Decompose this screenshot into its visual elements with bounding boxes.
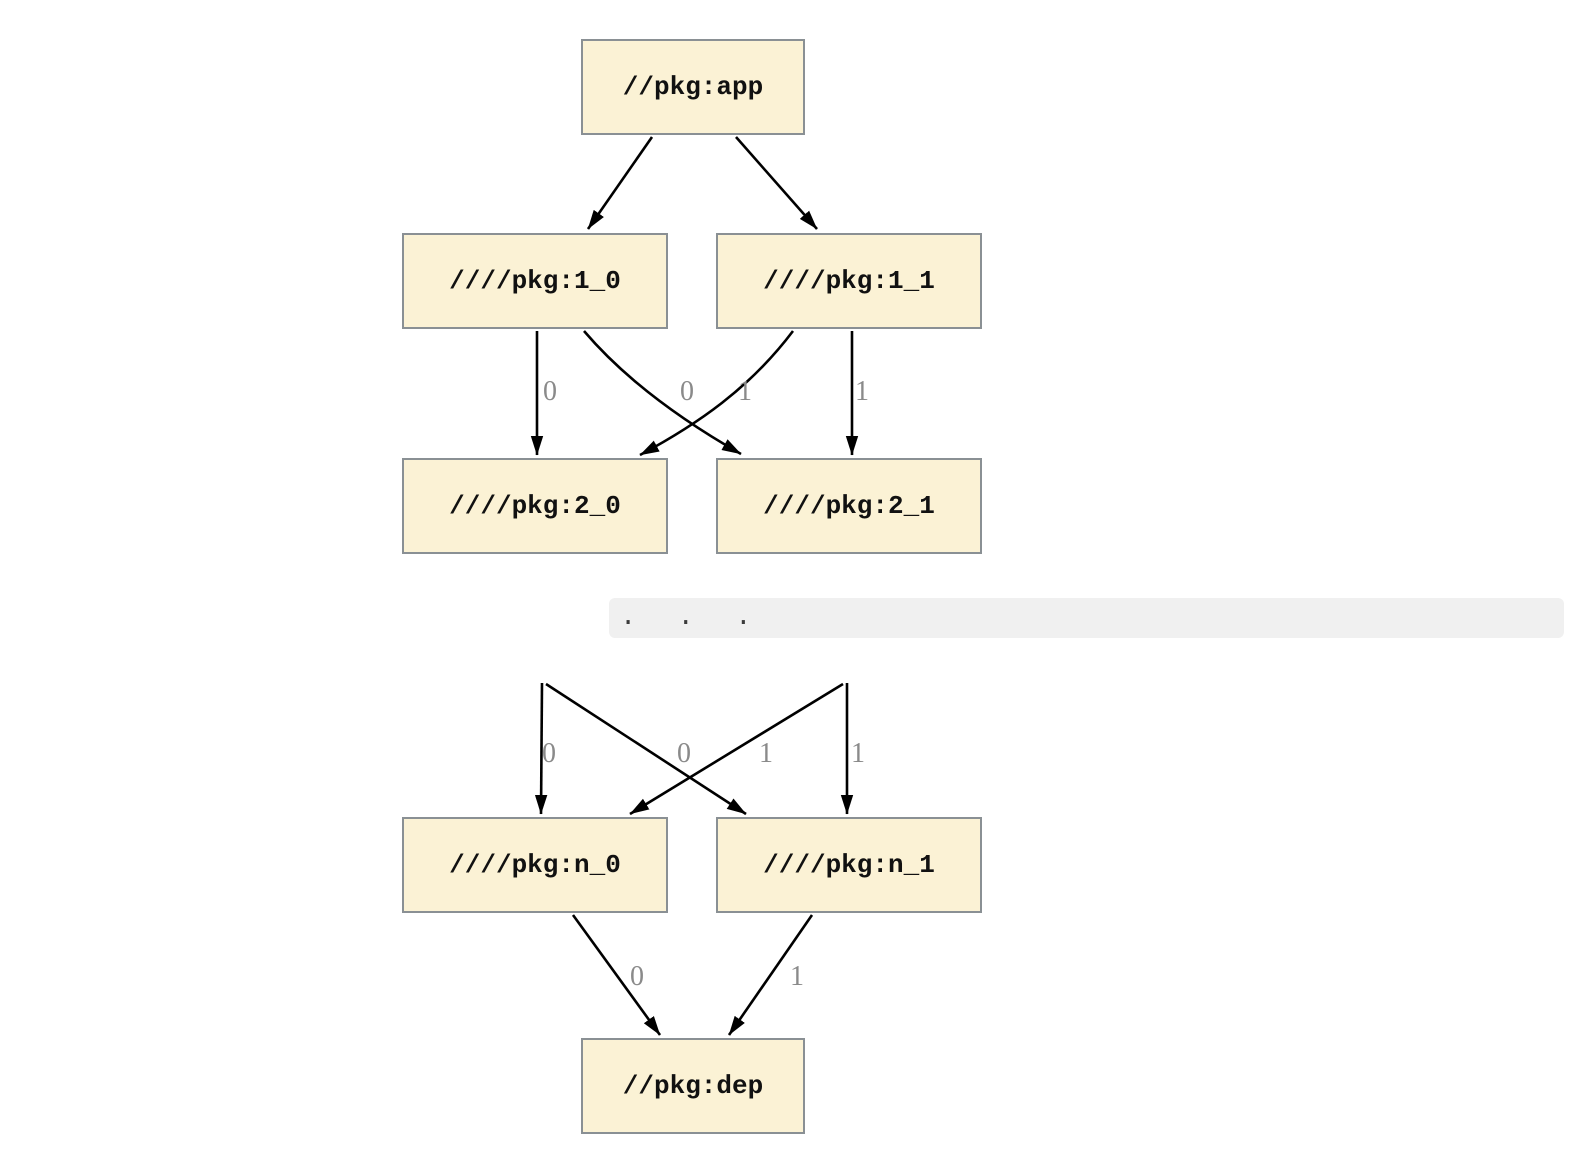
edge-cont-right-to-n_0 [629,682,844,816]
node-pkg-app: //pkg:app [581,39,805,135]
node-pkg-dep: //pkg:dep [581,1038,805,1134]
edge-n_0-to-dep [571,914,662,1036]
edge-label-cont-n_1-left: 1 [759,738,773,769]
edge-app-to-1_1 [735,136,818,230]
edge-label-1_0-2_0: 0 [543,376,557,407]
node-pkg-n_0: ////pkg:n_0 [402,817,668,913]
edge-label-1_1-2_0: 0 [680,376,694,407]
edge-app-to-1_0 [586,136,654,230]
ellipsis-bar: . . . [609,598,1564,638]
node-pkg-2_1: ////pkg:2_1 [716,458,982,554]
edge-label-1_1-2_1: 1 [855,376,869,407]
node-pkg-1_0: ////pkg:1_0 [402,233,668,329]
node-pkg-2_0: ////pkg:2_0 [402,458,668,554]
edge-n_1-to-dep [727,914,814,1036]
edge-label-n_1-dep: 1 [790,961,804,992]
edge-cont-left-to-n_1 [545,682,747,816]
edge-cont-left-to-n_0 [534,682,548,815]
edge-label-n_0-dep: 0 [630,961,644,992]
edge-label-1_0-2_1: 1 [738,376,752,407]
node-pkg-n_1: ////pkg:n_1 [716,817,982,913]
node-pkg-1_1: ////pkg:1_1 [716,233,982,329]
edge-label-cont-n_1-right: 1 [851,738,865,769]
edge-label-cont-n_0-left: 0 [542,738,556,769]
edge-1_0-to-2_1 [583,330,742,456]
edge-label-cont-n_0-right: 0 [677,738,691,769]
edge-1_1-to-2_0 [639,330,795,457]
